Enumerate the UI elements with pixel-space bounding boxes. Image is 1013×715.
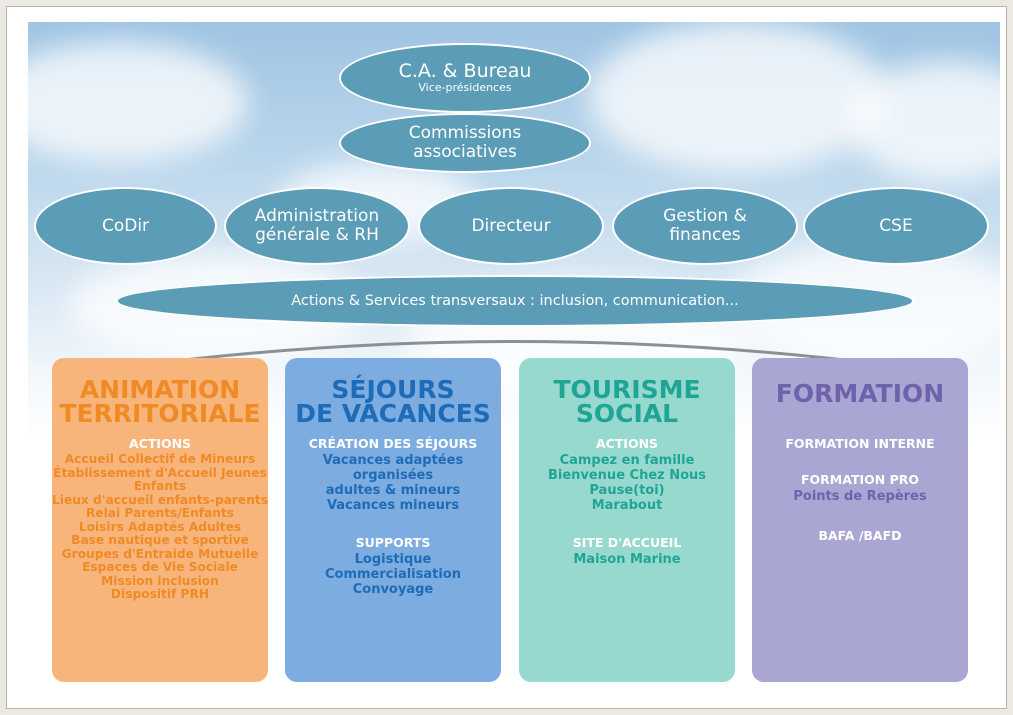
codir-title: CoDir [101,215,150,236]
list-item: Bienvenue Chez Nous [547,468,707,483]
card-sejours-section-1-title: CRÉATION DES SÉJOURS [308,436,478,451]
cse-oval: CSE [803,187,989,265]
list-item: Mission inclusion [101,573,219,588]
admin-title: Administration générale & RH [254,206,380,245]
directeur-oval: Directeur [418,187,604,265]
card-tourisme-section-2-items: Maison Marine [519,552,735,567]
card-formation-section-2-items: Points de Repères [752,489,968,504]
admin-oval: Administration générale & RH [224,187,410,265]
list-item: Commercialisation [324,567,461,582]
list-item: Enfants [133,479,187,493]
list-item: Points de Repères [793,489,927,504]
card-tourisme-section-1-title: ACTIONS [595,436,659,451]
card-sejours-section-2-title: SUPPORTS [355,535,431,550]
list-item: Accueil Collectif de Mineurs [64,452,256,466]
list-item: Convoyage [352,582,434,597]
list-item: Espaces de Vie Sociale [82,560,238,574]
list-item: Relai Parents/Enfants [85,506,235,520]
card-sejours-section-1-items: Vacances adaptées organisées adultes & m… [285,453,501,513]
card-formation-section-3-title: BAFA /BAFD [818,528,902,543]
commissions-oval: Commissions associatives [339,113,591,173]
card-tourisme: TOURISME SOCIAL ACTIONS Campez en famill… [519,358,735,682]
card-animation-section-title: ACTIONS [128,436,192,451]
list-item: Vacances adaptées [322,453,464,468]
gestion-oval: Gestion & finances [612,187,798,265]
list-item: Vacances mineurs [326,498,460,513]
list-item: organisées [352,468,434,483]
card-formation-section-2-title: FORMATION PRO [801,472,919,487]
card-tourisme-title: TOURISME SOCIAL [553,375,701,428]
list-item: Lieux d'accueil enfants-parents [52,492,268,507]
list-item: Base nautique et sportive [71,533,249,547]
card-animation: ANIMATION TERRITORIALE ACTIONS Accueil C… [52,358,268,682]
card-sejours: SÉJOURS DE VACANCES CRÉATION DES SÉJOURS… [285,358,501,682]
card-tourisme-section-2-title: SITE D'ACCUEIL [572,535,682,550]
list-item: adultes & mineurs [325,483,461,498]
transversaux-oval: Actions & Services transversaux : inclus… [116,275,914,327]
cse-title: CSE [879,215,913,236]
card-sejours-section-2-items: Logistique Commercialisation Convoyage [285,552,501,597]
list-item: Établissement d'Accueil Jeunes [53,465,267,480]
codir-oval: CoDir [34,187,217,265]
list-item: Logistique [354,552,432,567]
list-item: Dispositif PRH [110,587,210,601]
commissions-title: Commissions associatives [408,123,522,162]
card-sejours-title: SÉJOURS DE VACANCES [295,375,491,428]
ca-bureau-subtitle: Vice-présidences [418,81,512,94]
card-formation: FORMATION FORMATION INTERNE FORMATION PR… [752,358,968,682]
list-item: Campez en famille [559,453,695,468]
list-item: Groupes d'Entraide Mutuelle [61,546,259,561]
list-item: Loisirs Adaptés Adultes [78,519,242,534]
transversaux-title: Actions & Services transversaux : inclus… [291,293,739,309]
card-animation-items: Accueil Collectif de Mineurs Établisseme… [52,452,268,602]
directeur-title: Directeur [471,215,551,236]
card-animation-title: ANIMATION TERRITORIALE [59,375,261,428]
card-formation-section-1-title: FORMATION INTERNE [785,436,935,451]
list-item: Maison Marine [573,552,681,567]
gestion-title: Gestion & finances [663,206,747,245]
ca-bureau-oval: C.A. & Bureau Vice-présidences [339,43,591,113]
list-item: Marabout [591,498,663,513]
card-tourisme-section-1-items: Campez en famille Bienvenue Chez Nous Pa… [519,453,735,513]
list-item: Pause(toi) [589,483,665,498]
ca-bureau-title: C.A. & Bureau [398,60,532,82]
card-formation-title: FORMATION [775,379,945,408]
